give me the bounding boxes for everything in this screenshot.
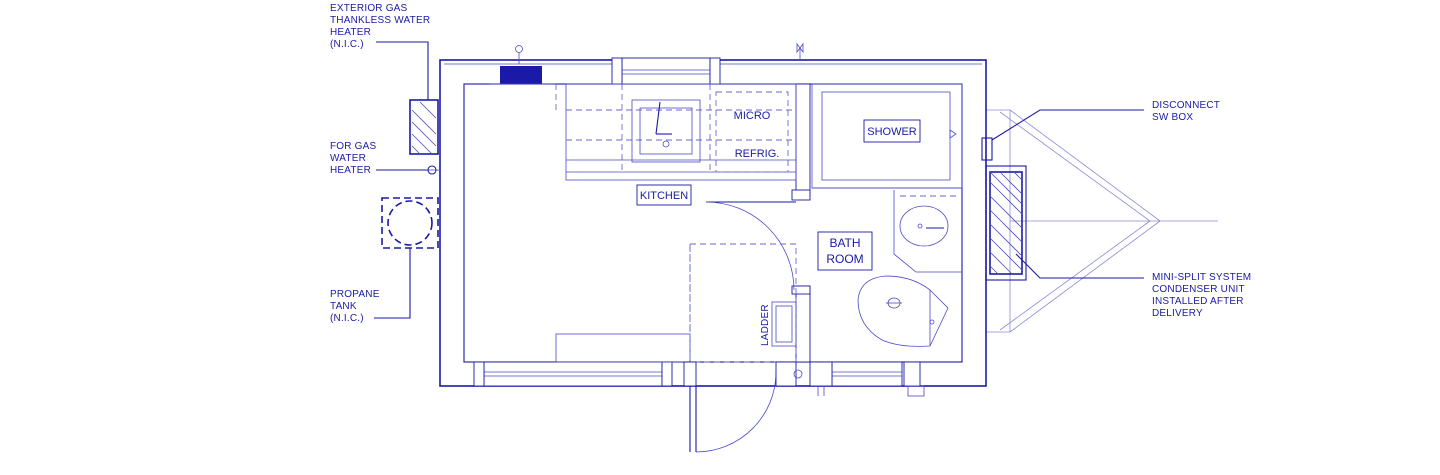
room-shower: SHOWER xyxy=(867,126,917,138)
bath-label-box xyxy=(817,231,873,271)
exterior-water-heater xyxy=(409,99,439,155)
label-mini-split-4: DELIVERY xyxy=(1152,308,1203,319)
label-propane-3: (N.I.C.) xyxy=(330,313,364,324)
ladder xyxy=(771,301,797,347)
leader-lines xyxy=(374,41,1144,319)
label-propane-2: TANK xyxy=(330,301,357,312)
label-mini-split-3: INSTALLED AFTER xyxy=(1152,296,1244,307)
kitchen-counter xyxy=(555,83,797,181)
top-window xyxy=(611,57,721,85)
gas-valve-icon xyxy=(796,42,804,60)
label-gas-heater-1: FOR GAS xyxy=(330,141,377,152)
label-propane-1: PROPANE xyxy=(330,289,380,300)
label-exterior-heater-1: EXTERIOR GAS xyxy=(330,3,408,14)
exterior-outlet xyxy=(903,361,925,397)
label-exterior-heater-4: (N.I.C.) xyxy=(330,39,364,50)
bath-window xyxy=(831,361,903,387)
shower-stall xyxy=(811,83,963,189)
exterior-walls xyxy=(439,59,987,387)
wall-heater-unit xyxy=(490,66,556,85)
label-exterior-heater-2: THANKLESS WATER xyxy=(330,15,430,26)
mini-split-condenser xyxy=(985,165,1027,281)
room-kitchen: KITCHEN xyxy=(640,190,688,202)
toilet xyxy=(857,275,949,347)
bath-vanity xyxy=(893,190,962,273)
label-mini-split-1: MINI-SPLIT SYSTEM xyxy=(1152,272,1251,283)
kitchen-sink xyxy=(631,99,701,163)
room-bath-2: ROOM xyxy=(826,252,863,266)
interior-walls xyxy=(791,83,811,363)
gas-connection-icon xyxy=(427,165,440,175)
label-refrig: REFRIG. xyxy=(735,148,780,160)
kitchen-label-box xyxy=(636,184,692,206)
label-ladder: LADDER xyxy=(760,304,771,346)
kitchen-door xyxy=(705,201,796,291)
label-disconnect-1: DISCONNECT xyxy=(1152,100,1220,111)
trailer-hitch xyxy=(986,109,1218,333)
room-bath-1: BATH xyxy=(829,236,860,250)
entry-door xyxy=(683,361,833,453)
bottom-window xyxy=(473,361,673,387)
shower-label-box xyxy=(863,119,921,143)
label-disconnect-2: SW BOX xyxy=(1152,112,1193,123)
label-gas-heater-3: HEATER xyxy=(330,165,371,176)
label-micro: MICRO xyxy=(734,110,771,122)
label-gas-heater-2: WATER xyxy=(330,153,366,164)
hose-bib xyxy=(515,45,523,64)
label-exterior-heater-3: HEATER xyxy=(330,27,371,38)
label-mini-split-2: CONDENSER UNIT xyxy=(1152,284,1245,295)
disconnect-box xyxy=(981,137,993,161)
propane-tank xyxy=(381,197,439,249)
